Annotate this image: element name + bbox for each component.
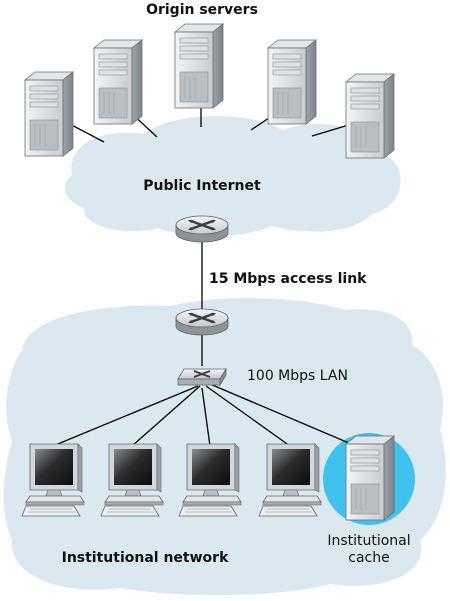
public-internet-label: Public Internet [143, 178, 261, 194]
institutional-network-label: Institutional network [62, 550, 229, 566]
access-link-label: 15 Mbps access link [209, 271, 367, 287]
origin-server-5 [345, 73, 395, 159]
origin-servers-label: Origin servers [146, 2, 258, 18]
link-origin-5 [311, 123, 353, 137]
institution-router-icon [174, 307, 230, 337]
host-computer-3 [178, 443, 242, 517]
origin-server-3 [174, 23, 224, 109]
lan-link-cache [209, 383, 357, 447]
origin-server-4 [267, 39, 317, 125]
cache-label-line1: Institutional [327, 533, 410, 549]
host-computer-1 [21, 443, 85, 517]
cache-server-icon [345, 435, 395, 521]
lan-link-2 [131, 385, 201, 447]
origin-server-2 [93, 39, 143, 125]
host-computer-4 [258, 443, 322, 517]
internet-router-icon [174, 214, 230, 244]
lan-link-4 [205, 385, 291, 447]
cache-label-line2: cache [348, 550, 389, 566]
lan-link-1 [52, 385, 199, 447]
public-internet-cloud [64, 116, 401, 236]
lan-label: 100 Mbps LAN [247, 368, 348, 384]
lan-link-3 [201, 387, 211, 447]
origin-server-1 [24, 71, 74, 157]
host-computer-2 [100, 443, 164, 517]
lan-switch-icon [177, 368, 227, 386]
